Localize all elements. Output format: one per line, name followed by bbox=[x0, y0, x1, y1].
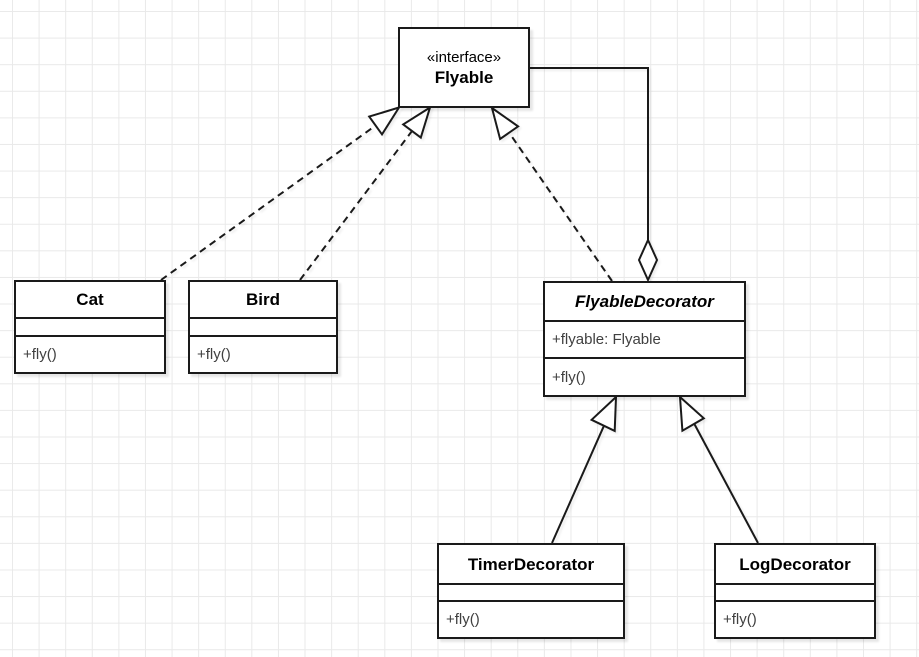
methods-compartment: +fly() bbox=[545, 357, 744, 395]
class-cat[interactable]: Cat +fly() bbox=[14, 280, 166, 374]
hollow-triangle-arrowhead bbox=[490, 105, 520, 141]
attributes-compartment bbox=[16, 317, 164, 335]
realization-line[interactable] bbox=[299, 130, 413, 281]
attribute-label: +flyable: Flyable bbox=[552, 331, 661, 348]
class-header: LogDecorator bbox=[716, 545, 874, 583]
method-label: +fly() bbox=[723, 611, 757, 628]
class-name: TimerDecorator bbox=[467, 554, 595, 574]
attributes-compartment: +flyable: Flyable bbox=[545, 320, 744, 357]
aggregation-line[interactable] bbox=[529, 67, 649, 240]
class-timer-decorator[interactable]: TimerDecorator +fly() bbox=[437, 543, 625, 639]
methods-compartment: +fly() bbox=[716, 600, 874, 637]
generalization-line[interactable] bbox=[551, 423, 606, 544]
generalization-line[interactable] bbox=[693, 423, 759, 544]
attributes-compartment bbox=[190, 317, 336, 335]
edge-bird-realizes-flyable[interactable] bbox=[299, 105, 432, 281]
methods-compartment: +fly() bbox=[439, 600, 623, 637]
edge-decorator-aggregates-flyable[interactable] bbox=[529, 67, 659, 283]
methods-compartment: +fly() bbox=[190, 335, 336, 372]
class-header: TimerDecorator bbox=[439, 545, 623, 583]
hollow-triangle-arrowhead bbox=[589, 394, 618, 433]
method-label: +fly() bbox=[446, 611, 480, 628]
attributes-compartment bbox=[439, 583, 623, 600]
class-name: LogDecorator bbox=[739, 554, 851, 574]
edge-decorator-realizes-flyable[interactable] bbox=[490, 105, 613, 282]
class-flyable[interactable]: «interface» Flyable bbox=[398, 27, 530, 108]
edge-timer-extends-decorator[interactable] bbox=[551, 394, 618, 544]
class-name: FlyableDecorator bbox=[575, 292, 714, 311]
realization-line[interactable] bbox=[160, 124, 377, 281]
method-label: +fly() bbox=[197, 346, 231, 363]
class-header: Cat bbox=[16, 282, 164, 317]
class-name: Cat bbox=[76, 290, 104, 309]
edge-cat-realizes-flyable[interactable] bbox=[160, 105, 402, 281]
methods-compartment: +fly() bbox=[16, 335, 164, 372]
class-header: FlyableDecorator bbox=[545, 283, 744, 320]
hollow-triangle-arrowhead bbox=[678, 394, 706, 433]
hollow-diamond-arrowhead bbox=[637, 237, 659, 283]
method-label: +fly() bbox=[23, 346, 57, 363]
edge-log-extends-decorator[interactable] bbox=[678, 394, 759, 544]
hollow-triangle-arrowhead bbox=[367, 105, 402, 137]
class-bird[interactable]: Bird +fly() bbox=[188, 280, 338, 374]
hollow-triangle-arrowhead bbox=[401, 105, 432, 140]
class-header: «interface» Flyable bbox=[400, 29, 528, 106]
attributes-compartment bbox=[716, 583, 874, 600]
class-header: Bird bbox=[190, 282, 336, 317]
class-log-decorator[interactable]: LogDecorator +fly() bbox=[714, 543, 876, 639]
realization-line[interactable] bbox=[508, 132, 613, 282]
method-label: +fly() bbox=[552, 368, 586, 386]
class-name: Bird bbox=[246, 290, 280, 309]
class-flyable-decorator[interactable]: FlyableDecorator +flyable: Flyable +fly(… bbox=[543, 281, 746, 397]
stereotype-label: «interface» bbox=[426, 48, 502, 66]
class-name: Flyable bbox=[434, 67, 494, 87]
